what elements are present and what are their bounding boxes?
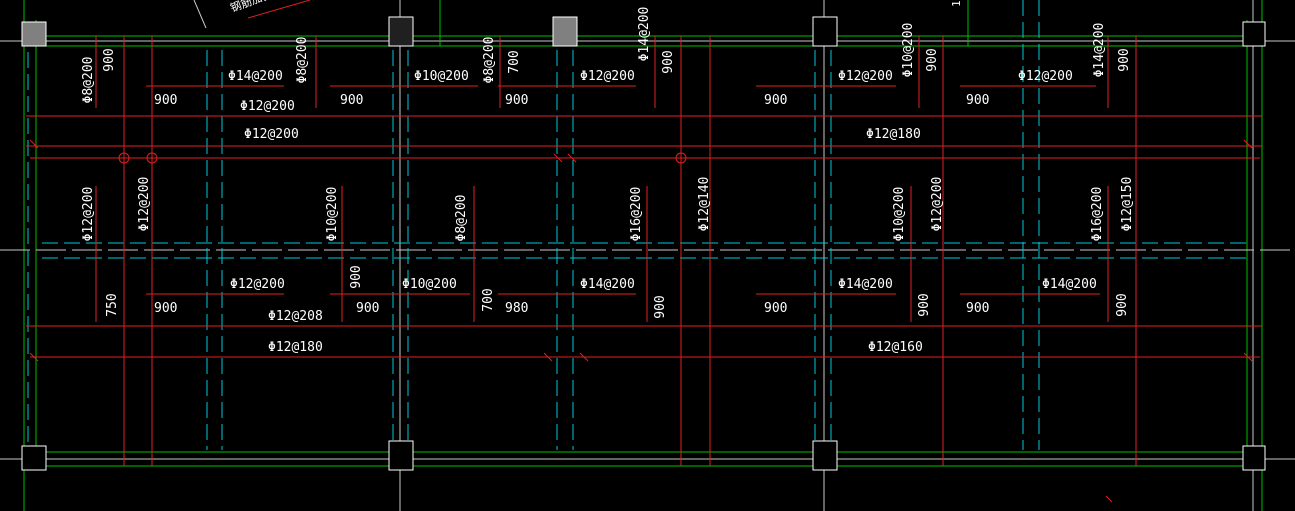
bot-vspec: Φ10@200 bbox=[325, 187, 340, 242]
bot-vspec: Φ12@200 bbox=[930, 177, 945, 232]
bot-clength: 900 bbox=[966, 301, 989, 316]
bot-vlength: 900 bbox=[653, 295, 668, 318]
column-top-3 bbox=[552, 16, 578, 47]
top-vspec: Φ8@200 bbox=[295, 37, 310, 84]
rebar-lines bbox=[26, 0, 1262, 503]
rebar-tick-1 bbox=[29, 139, 39, 149]
rebar-tick-7 bbox=[29, 352, 39, 362]
top-clength: 900 bbox=[340, 93, 363, 108]
bot-vspec: Φ12@150 bbox=[1120, 177, 1135, 232]
top-tspec: Φ12@200 bbox=[240, 99, 295, 114]
rebar-tick-3 bbox=[567, 153, 577, 163]
column-top-4 bbox=[812, 16, 838, 47]
bot-clength: 980 bbox=[505, 301, 528, 316]
column-top-2 bbox=[388, 16, 414, 47]
column-top-1 bbox=[21, 21, 47, 47]
bot-tspec: Φ12@160 bbox=[868, 340, 923, 355]
columns bbox=[21, 16, 1266, 471]
top-cspec: Φ12@200 bbox=[1018, 69, 1073, 84]
bot-vspec: Φ12@140 bbox=[697, 177, 712, 232]
bot-vspec: Φ12@200 bbox=[81, 187, 96, 242]
column-bottom-1 bbox=[21, 445, 47, 471]
top-clength: 900 bbox=[154, 93, 177, 108]
column-top-5 bbox=[1242, 21, 1266, 47]
bot-cspec: Φ14@200 bbox=[580, 277, 635, 292]
rebar-tick-2 bbox=[553, 153, 563, 163]
bot-vlength: 900 bbox=[1115, 293, 1130, 316]
bot-vspec: Φ10@200 bbox=[892, 187, 907, 242]
fragment-line-1 bbox=[193, 0, 207, 29]
bot-vlength: 750 bbox=[105, 293, 120, 316]
bot-clength: 900 bbox=[764, 301, 787, 316]
top-vlength: 900 bbox=[925, 48, 940, 71]
top-cspec: Φ14@200 bbox=[228, 69, 283, 84]
bot-vspec: Φ16@200 bbox=[1090, 187, 1105, 242]
top-cspec: Φ10@200 bbox=[414, 69, 469, 84]
top-tspec: Φ12@180 bbox=[866, 127, 921, 142]
top-clength: 900 bbox=[966, 93, 989, 108]
top-vlength: 900 bbox=[102, 48, 117, 71]
bot-cspec: Φ12@200 bbox=[230, 277, 285, 292]
bot-tspec: Φ12@208 bbox=[268, 309, 323, 324]
rebar-tick-5 bbox=[543, 352, 553, 362]
bot-vspec: Φ8@200 bbox=[454, 195, 469, 242]
column-bottom-3 bbox=[812, 440, 838, 471]
bot-cspec: Φ14@200 bbox=[838, 277, 893, 292]
top-vspec: Φ14@200 bbox=[1092, 23, 1107, 78]
top-clength: 900 bbox=[764, 93, 787, 108]
top-vlength: 900 bbox=[661, 50, 676, 73]
top-vspec: Φ8@200 bbox=[482, 37, 497, 84]
hidden-beam-lines bbox=[27, 0, 1248, 470]
bot-vspec: Φ12@200 bbox=[137, 177, 152, 232]
top-cspec: Φ12@200 bbox=[580, 69, 635, 84]
rebar-tick-9 bbox=[1105, 495, 1113, 503]
fragment-line-2 bbox=[247, 0, 311, 19]
bot-clength: 900 bbox=[356, 301, 379, 316]
rebar-marker-1 bbox=[118, 152, 130, 164]
rebar-tick-8 bbox=[1243, 352, 1253, 362]
top-vspec: Φ8@200 bbox=[81, 57, 96, 104]
rebar-tick-6 bbox=[579, 352, 589, 362]
bot-tspec: Φ12@180 bbox=[268, 340, 323, 355]
top-clength: 900 bbox=[505, 93, 528, 108]
top-cspec: Φ12@200 bbox=[838, 69, 893, 84]
bot-clength: 900 bbox=[154, 301, 177, 316]
edge-fragment-label: 1 bbox=[950, 0, 963, 7]
bot-vlength: 900 bbox=[349, 265, 364, 288]
bot-vlength: 900 bbox=[917, 293, 932, 316]
bot-cspec: Φ10@200 bbox=[402, 277, 457, 292]
bot-cspec: Φ14@200 bbox=[1042, 277, 1097, 292]
bot-vlength: 700 bbox=[481, 288, 496, 311]
bot-vspec: Φ16@200 bbox=[629, 187, 644, 242]
top-vlength: 900 bbox=[1117, 48, 1132, 71]
labels: 钢筋加强 1 Φ8@200 Φ8@200 Φ8@200 Φ14@200 Φ10@… bbox=[81, 0, 1135, 355]
column-bottom-4 bbox=[1242, 445, 1266, 471]
rebar-tick-4 bbox=[1243, 139, 1253, 149]
top-tspec: Φ12@200 bbox=[244, 127, 299, 142]
top-vspec: Φ10@200 bbox=[901, 23, 916, 78]
column-bottom-2 bbox=[388, 440, 414, 471]
top-vspec: Φ14@200 bbox=[637, 7, 652, 62]
rebar-marker-3 bbox=[675, 152, 687, 164]
rebar-marker-2 bbox=[146, 152, 158, 164]
top-vlength: 700 bbox=[507, 50, 522, 73]
